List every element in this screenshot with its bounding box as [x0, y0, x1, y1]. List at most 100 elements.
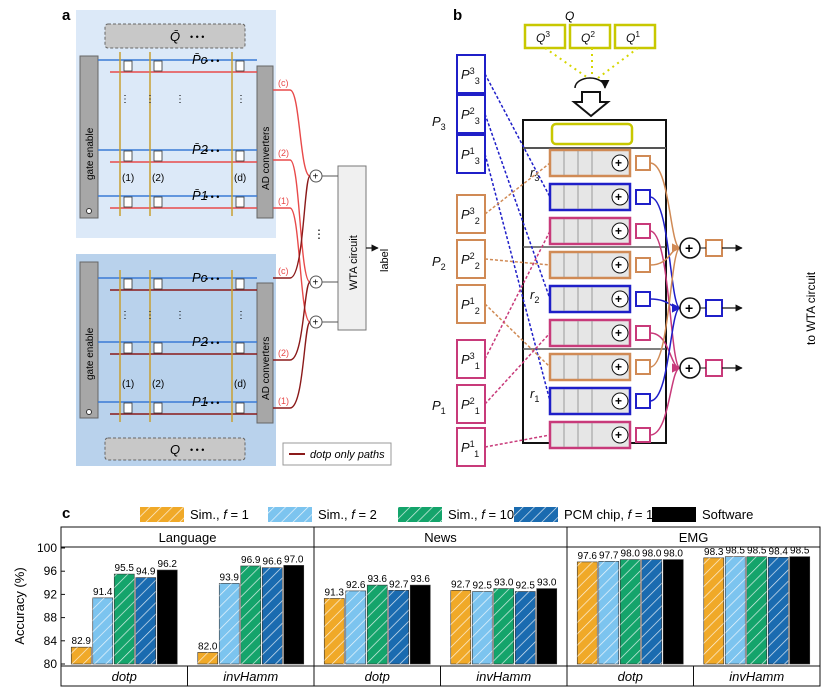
column-label: (d) [234, 379, 246, 390]
bar-hatch [768, 557, 789, 664]
bar-hatch [641, 559, 662, 664]
bar-value-label: 93.6 [368, 574, 388, 585]
crossbar-bottom-bg [76, 254, 276, 466]
row-dots: • • • [205, 338, 219, 348]
bar-value-label: 92.7 [451, 579, 471, 590]
bar-hatch [577, 561, 598, 664]
vertical-dots: ⋮ [145, 310, 155, 321]
method-label: dotp [112, 669, 137, 684]
bar-value-label: 93.9 [220, 572, 240, 583]
bar-value-label: 98.3 [704, 547, 724, 558]
row-label: Pc [192, 270, 208, 285]
sum-plus: + [685, 360, 693, 376]
row-output-box [635, 393, 651, 409]
q-bar-dots: • • • [190, 32, 204, 42]
ad-converters-bottom [256, 282, 274, 424]
sum-path [649, 243, 681, 368]
bar-hatch [345, 590, 366, 664]
p-connection [484, 258, 551, 266]
p-connection [484, 434, 551, 448]
row-output-box [635, 427, 651, 443]
ad-output-top-label: (2) [278, 148, 289, 158]
vertical-dots: ⋮ [120, 94, 130, 105]
p-connection [484, 162, 551, 215]
q-box [613, 23, 657, 50]
q-box-label: Q1 [626, 29, 640, 45]
p-box [456, 339, 486, 379]
column-label: (d) [234, 173, 246, 184]
cell-transistor [123, 60, 133, 72]
sum-path [649, 363, 681, 436]
row-adder-plus: + [615, 394, 622, 408]
bar-hatch [703, 557, 724, 664]
sum-plus: + [685, 240, 693, 256]
y-tick-label: 100 [37, 541, 57, 555]
row-output-box [635, 155, 651, 171]
row-adder-plus: + [615, 428, 622, 442]
bar-value-label: 98.0 [642, 549, 662, 560]
cell-transistor [123, 196, 133, 208]
dataset-title: Language [159, 530, 217, 545]
legend-swatch-hatch [268, 507, 312, 522]
y-tick-label: 92 [44, 587, 58, 601]
gate-enable-top-dot [86, 208, 92, 214]
panel-letter-b: b [453, 7, 462, 24]
bar-hatch [262, 567, 283, 664]
row-adder-plus: + [615, 156, 622, 170]
bar-value-label: 91.3 [325, 587, 345, 598]
row-output-box [635, 291, 651, 307]
cell-transistor [123, 342, 133, 354]
bar-hatch [472, 591, 493, 664]
bar-value-label: 92.6 [346, 580, 366, 591]
bar-value-label: 96.2 [158, 559, 178, 570]
bar-value-label: 98.0 [621, 549, 641, 560]
p-box [456, 427, 486, 467]
legend-swatch-hatch [140, 507, 184, 522]
sum-output-box [705, 299, 723, 317]
row-dots: • • • [205, 192, 219, 202]
adder-plus: + [313, 172, 319, 183]
bar-value-label: 93.6 [411, 574, 431, 585]
dataset-title: EMG [679, 530, 709, 545]
r-label: r3 [530, 165, 539, 183]
sum-path [649, 303, 681, 402]
ad-output-top-label: (c) [278, 78, 289, 88]
row-adder [611, 392, 629, 410]
bar-value-label: 98.0 [664, 549, 684, 560]
ad-converters-bottom-label: AD converters [261, 337, 272, 400]
bar-hatch [620, 559, 641, 664]
bar-value-label: 96.6 [263, 557, 283, 568]
q-bar-register [104, 23, 246, 49]
bar-hatch [92, 597, 113, 664]
q-box [568, 23, 612, 50]
cell-transistor [235, 278, 245, 290]
cell-transistor [235, 342, 245, 354]
bar-value-label: 97.0 [284, 554, 304, 565]
adder-plus: + [313, 318, 319, 329]
row-label: P̄1 [192, 188, 208, 203]
cell-transistor [153, 196, 163, 208]
y-tick-label: 88 [44, 611, 58, 625]
wta-circuit-label: WTA circuit [348, 235, 360, 290]
panel-letter-a: a [62, 7, 71, 24]
row-adder-plus: + [615, 292, 622, 306]
row-dots: • • • [205, 398, 219, 408]
to-wta-label: to WTA circuit [804, 271, 818, 345]
panel-letter-c: c [62, 505, 70, 522]
row-output-box [635, 325, 651, 341]
gate-enable-top-label: gate enable [85, 127, 96, 180]
wta-output-label: label [379, 249, 391, 272]
bar [536, 588, 558, 665]
p-connection [484, 332, 551, 405]
bar-value-label: 98.4 [769, 546, 789, 557]
gate-enable-bottom-dot [86, 409, 92, 415]
row-adder-plus: + [615, 360, 622, 374]
row-label: P̄2 [192, 142, 209, 157]
bar-hatch [71, 647, 92, 664]
cell-transistor [235, 150, 245, 162]
bar-value-label: 94.9 [136, 567, 156, 578]
bar-hatch [598, 561, 619, 664]
ad-output-top-label: (1) [278, 196, 289, 206]
bar [789, 556, 811, 665]
cell-transistor [153, 342, 163, 354]
